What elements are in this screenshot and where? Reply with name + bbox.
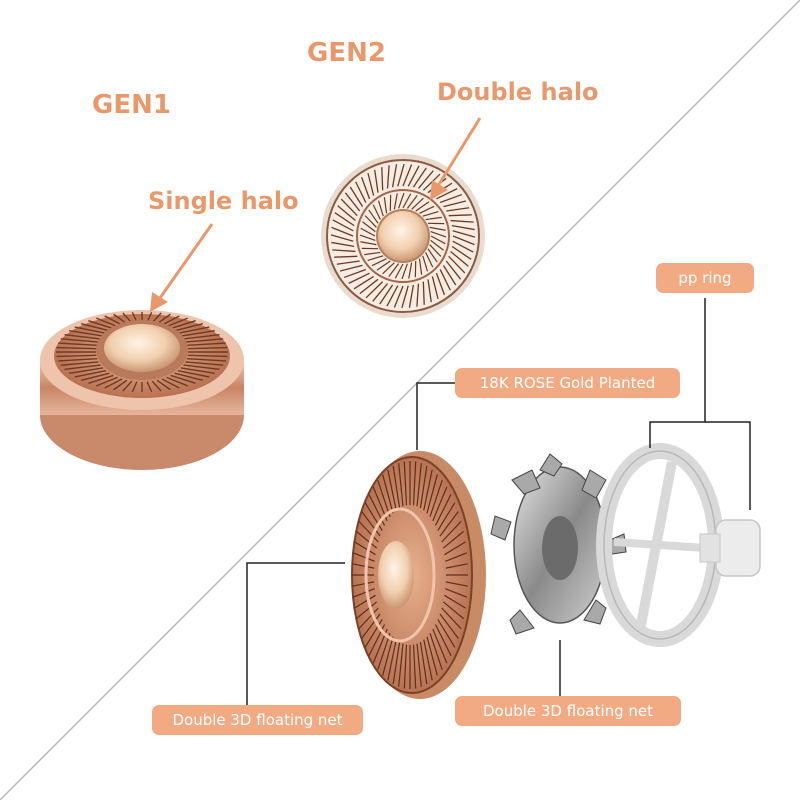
connector-lines [246,298,751,721]
single-halo-label: Single halo [148,187,299,215]
blade-assembly-image [490,453,627,635]
pp-ring-callout: pp ring [656,263,754,293]
net-left-callout: Double 3D floating net [152,705,363,735]
rose-gold-net-image [351,451,486,699]
pp-ring-connector [649,298,706,448]
double-halo-arrow [430,117,482,200]
gen2-heading: GEN2 [307,38,386,68]
gold-planted-callout: 18K ROSE Gold Planted [455,368,680,398]
gen2-blade-head-image [321,154,485,318]
single-halo-arrow [150,223,214,312]
net-left-connector [246,562,345,721]
double-halo-label: Double halo [437,78,599,106]
gold-planted-connector [416,382,455,450]
net-right-callout: Double 3D floating net [455,696,681,726]
pp-ring-connector-right [705,421,751,510]
gen1-heading: GEN1 [92,90,171,120]
pp-ring-image [596,443,761,647]
gen1-blade-head-image [40,310,244,470]
